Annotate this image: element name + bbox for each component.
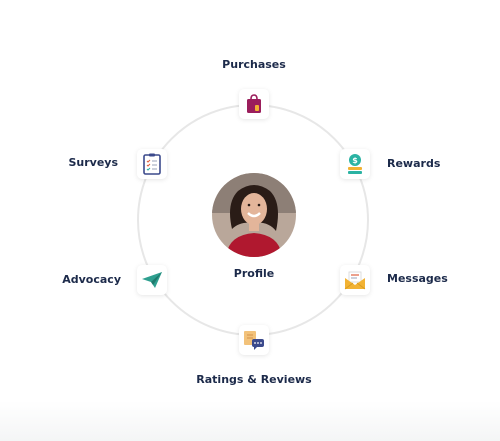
paper-plane-icon (141, 271, 163, 289)
ratings-label: Ratings & Reviews (196, 373, 312, 386)
advocacy-node[interactable] (137, 265, 167, 295)
advocacy-label: Advocacy (62, 273, 121, 286)
surveys-node[interactable] (137, 149, 167, 179)
purchases-node[interactable] (239, 89, 269, 119)
review-chat-icon (243, 330, 265, 350)
rewards-label: Rewards (387, 157, 441, 170)
svg-text:$: $ (352, 156, 358, 165)
messages-label: Messages (387, 272, 448, 285)
shopping-bag-icon (245, 94, 263, 114)
surveys-label: Surveys (68, 156, 118, 169)
purchases-label: Purchases (222, 58, 286, 71)
messages-node[interactable] (340, 265, 370, 295)
rewards-node[interactable]: $ (340, 149, 370, 179)
profile-avatar (212, 173, 296, 257)
coin-stack-icon: $ (345, 153, 365, 175)
center-label: Profile (233, 267, 275, 280)
background-fade (0, 401, 500, 441)
envelope-icon (344, 270, 366, 290)
ratings-node[interactable] (239, 325, 269, 355)
clipboard-checklist-icon (143, 153, 161, 175)
